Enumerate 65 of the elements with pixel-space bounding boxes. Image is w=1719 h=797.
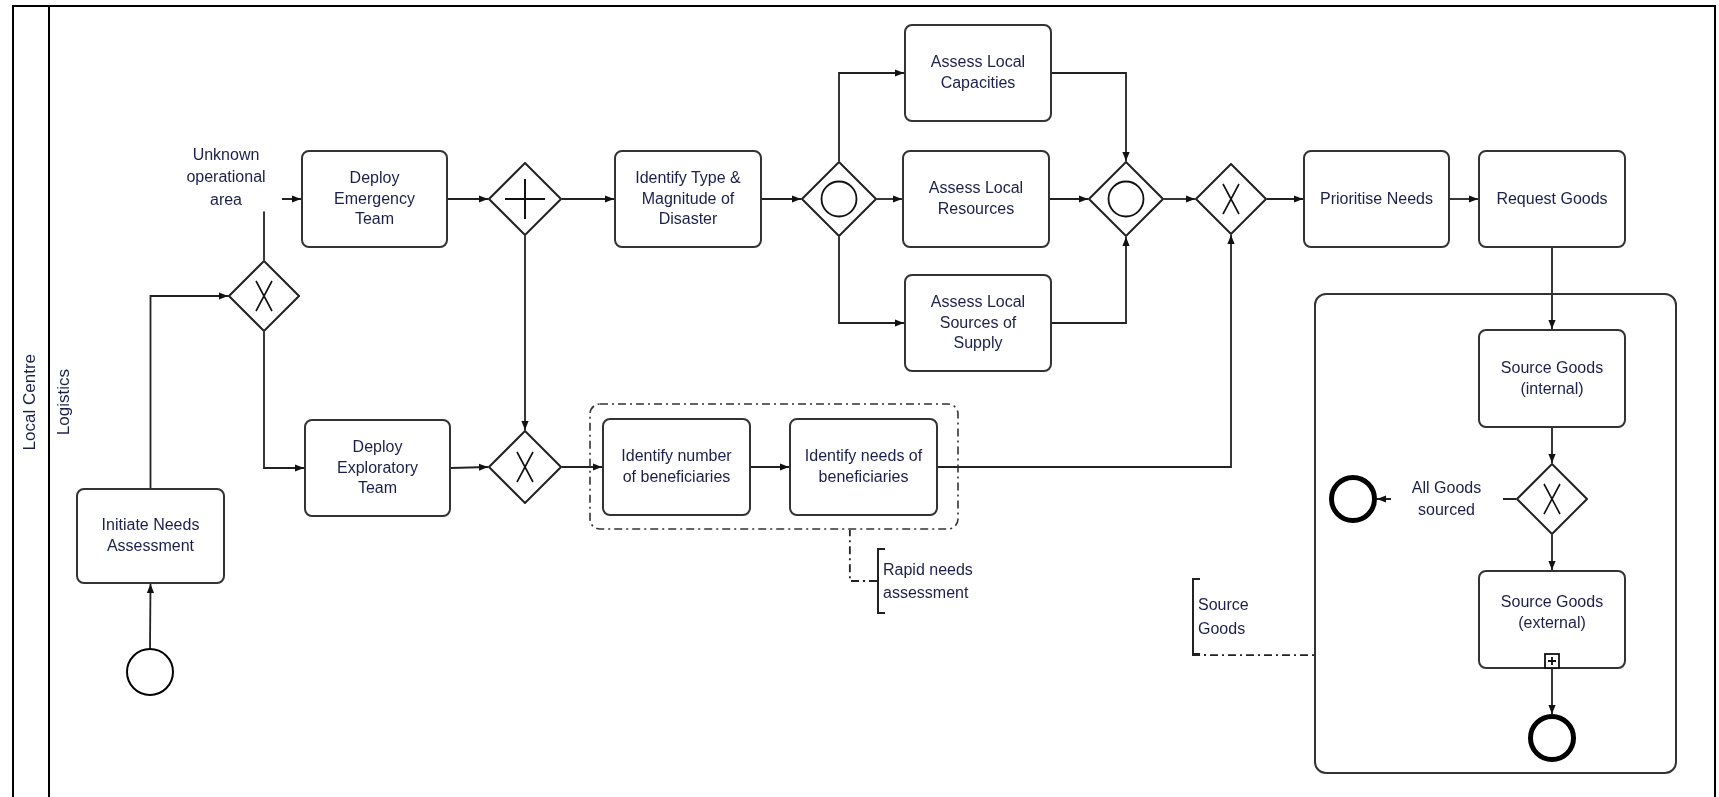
- task-label: Prioritise Needs: [1320, 188, 1433, 209]
- sequence-flow-arrow: [1548, 534, 1556, 571]
- task-label: Assess Local Capacities: [929, 52, 1027, 93]
- sequence-flow-arrow: [876, 195, 903, 203]
- sequence-flow-arrow: [561, 195, 615, 203]
- sequence-flow-arrow: [263, 331, 305, 472]
- sequence-flow-arrow: [838, 236, 905, 327]
- sequence-flow-arrow: [447, 195, 489, 203]
- task-label: Source Goods (internal): [1499, 357, 1605, 399]
- task-box: [904, 274, 1052, 372]
- sequence-flow-arrow: [561, 463, 603, 471]
- annotation-text: Source Goods: [1198, 595, 1250, 639]
- task-label: Identify Type & Magnitude of Disaster: [634, 167, 742, 230]
- task-box: [902, 150, 1050, 248]
- lane-label: Logistics: [53, 369, 75, 436]
- task-label: Initiate Needs Assessment: [100, 515, 201, 556]
- sequence-flow-arrow: [450, 463, 489, 471]
- subprocess-frame: [1314, 293, 1677, 774]
- group-frame: [589, 403, 959, 530]
- task-box: [789, 418, 938, 516]
- inclusive-gateway-diamond: [801, 161, 877, 237]
- association-line: [848, 529, 878, 582]
- parallel-gateway-diamond: [488, 162, 562, 236]
- exclusive-gateway-diamond: [488, 430, 562, 504]
- task-box: [1478, 150, 1626, 248]
- sequence-flow-arrow: [838, 69, 905, 162]
- task-label: Deploy Emergency Team: [333, 167, 416, 230]
- task-box: [1478, 329, 1626, 428]
- task-box: [614, 150, 762, 248]
- sequence-flow-arrow: [1449, 195, 1479, 203]
- inclusive-gateway-diamond: [1088, 161, 1164, 237]
- sequence-flow-arrow: [1049, 195, 1089, 203]
- task-label: Request Goods: [1496, 188, 1608, 209]
- task-box: [904, 24, 1052, 122]
- sequence-flow-arrow: [1548, 668, 1556, 715]
- task-box: [304, 419, 451, 517]
- sequence-flow-arrow: [1163, 195, 1196, 203]
- exclusive-gateway-diamond: [1195, 163, 1267, 235]
- sequence-flow-arrow: [761, 195, 802, 203]
- sequence-flow-arrow: [1266, 195, 1304, 203]
- sequence-flow-arrow: [1548, 427, 1556, 464]
- sequence-flow-arrow: [1051, 72, 1130, 162]
- task-label: Assess Local Resources: [927, 178, 1025, 219]
- sequence-flow-arrow: [149, 292, 229, 489]
- sequence-flow-arrow: [750, 463, 790, 471]
- task-box: [602, 418, 751, 516]
- annotation-text: Rapid needs assessment: [883, 559, 974, 603]
- sequence-flow-arrow: [1548, 247, 1556, 330]
- task-label: Identify needs of beneficiaries: [803, 446, 924, 487]
- subprocess-box: [1478, 570, 1626, 669]
- sequence-flow-arrow: [937, 234, 1235, 468]
- sequence-flow-arrow: [146, 583, 155, 649]
- pool-label: Local Centre: [19, 354, 41, 451]
- task-box: [301, 150, 448, 248]
- task-box: [76, 488, 225, 584]
- task-box: [1303, 150, 1450, 248]
- sequence-flow-arrow: [521, 235, 529, 431]
- exclusive-gateway-diamond: [1516, 463, 1588, 535]
- task-label: Source Goods (external): [1499, 591, 1605, 633]
- task-label: Assess Local Sources of Supply: [929, 291, 1027, 354]
- association-line: [1191, 654, 1315, 657]
- sequence-flow-arrow: [1051, 236, 1130, 324]
- task-label: Identify number of beneficiaries: [620, 446, 733, 487]
- task-label: Deploy Exploratory Team: [336, 436, 419, 499]
- exclusive-gateway-diamond: [228, 260, 300, 332]
